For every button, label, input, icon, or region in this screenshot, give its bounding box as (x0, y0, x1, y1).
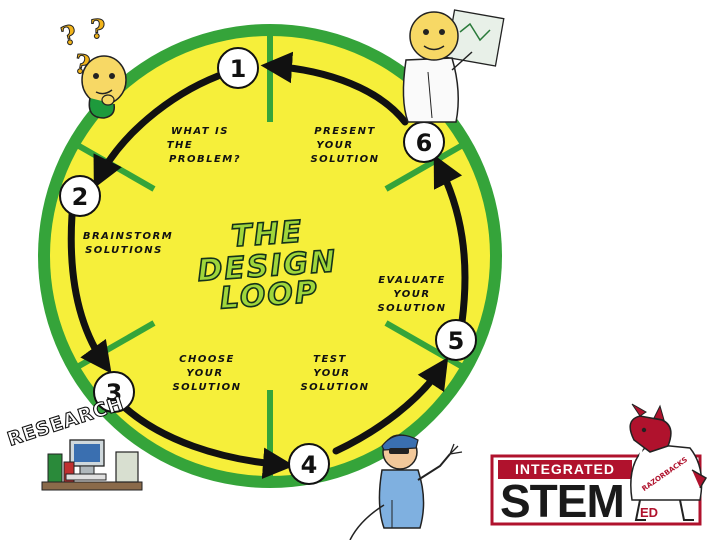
step-1-number: 1 (230, 55, 247, 83)
logo-top-word: INTEGRATED (515, 461, 615, 477)
step-4-label-line: SOLUTION (300, 382, 369, 393)
step-1-badge: 1 (217, 47, 259, 89)
step-1-label: WHAT IS THE PROBLEM? (167, 126, 241, 165)
razorback-mascot-icon: RAZORBACKS (629, 403, 708, 521)
step-6-number: 6 (416, 129, 433, 157)
logo-main-word: STEM (500, 475, 624, 527)
step-4-label-line: TEST (313, 354, 347, 365)
diagram-title: THE DESIGN LOOP (196, 214, 340, 317)
svg-text:?: ? (58, 20, 80, 53)
svg-text:?: ? (90, 15, 105, 45)
step-3-number: 3 (106, 379, 123, 407)
welder-figure-icon (349, 434, 463, 540)
step-4-label-line: YOUR (313, 368, 350, 379)
step-3-label-line: SOLUTION (172, 382, 241, 393)
arrow-2-to-3 (67, 211, 112, 374)
thinking-face-icon: ? ? ? (58, 15, 127, 119)
design-loop-disc (38, 24, 502, 488)
step-labels: WHAT IS THE PROBLEM? PRESENT YOUR SOLUTI… (83, 126, 446, 393)
step-5-label-line: SOLUTION (377, 303, 446, 314)
step-2-number: 2 (72, 183, 89, 211)
step-2-label-line: BRAINSTORM (83, 231, 173, 242)
step-4-label: TEST YOUR SOLUTION (300, 354, 369, 393)
step-1-label-line: PROBLEM? (169, 154, 241, 165)
step-1-label-line: WHAT IS (171, 126, 229, 137)
step-6-label: PRESENT YOUR SOLUTION (310, 126, 379, 165)
integrated-stem-ed-logo: INTEGRATED STEM ED RAZORBACKS (490, 403, 708, 527)
step-2-badge: 2 (59, 175, 101, 217)
step-6-label-line: PRESENT (314, 126, 376, 137)
title-line-1: THE (230, 215, 304, 255)
arrow-4-to-5 (332, 357, 449, 455)
arrow-5-to-6 (433, 154, 469, 326)
presenter-face-icon (402, 9, 505, 123)
research-illustration: RESEARCH (4, 392, 143, 491)
step-5-label: EVALUATE YOUR SOLUTION (377, 275, 446, 314)
arrow-6-to-1 (260, 51, 409, 126)
logo-banner (498, 460, 632, 479)
step-2-label: BRAINSTORM SOLUTIONS (83, 231, 173, 256)
computer-desk-icon (41, 439, 143, 491)
step-3-label: CHOOSE YOUR SOLUTION (172, 354, 241, 393)
logo-suffix: ED (640, 505, 658, 520)
step-3-badge: 3 (93, 371, 135, 413)
arrow-1-to-2 (93, 72, 222, 189)
step-1-label-line: THE (167, 140, 194, 151)
title-line-3: LOOP (219, 275, 320, 317)
arrow-3-to-4 (118, 401, 295, 480)
step-5-badge: 5 (435, 319, 477, 361)
step-5-label-line: YOUR (393, 289, 430, 300)
step-badges: 1 2 3 4 5 6 (59, 47, 477, 485)
step-6-label-line: SOLUTION (310, 154, 379, 165)
step-2-label-line: SOLUTIONS (85, 245, 163, 256)
step-5-number: 5 (448, 327, 465, 355)
step-4-number: 4 (301, 451, 318, 479)
step-5-label-line: EVALUATE (378, 275, 446, 286)
step-6-label-line: YOUR (316, 140, 353, 151)
step-3-label-line: YOUR (186, 368, 223, 379)
step-6-badge: 6 (403, 121, 445, 163)
step-3-label-line: CHOOSE (179, 354, 235, 365)
step-4-badge: 4 (288, 443, 330, 485)
loop-arrows (67, 51, 469, 480)
